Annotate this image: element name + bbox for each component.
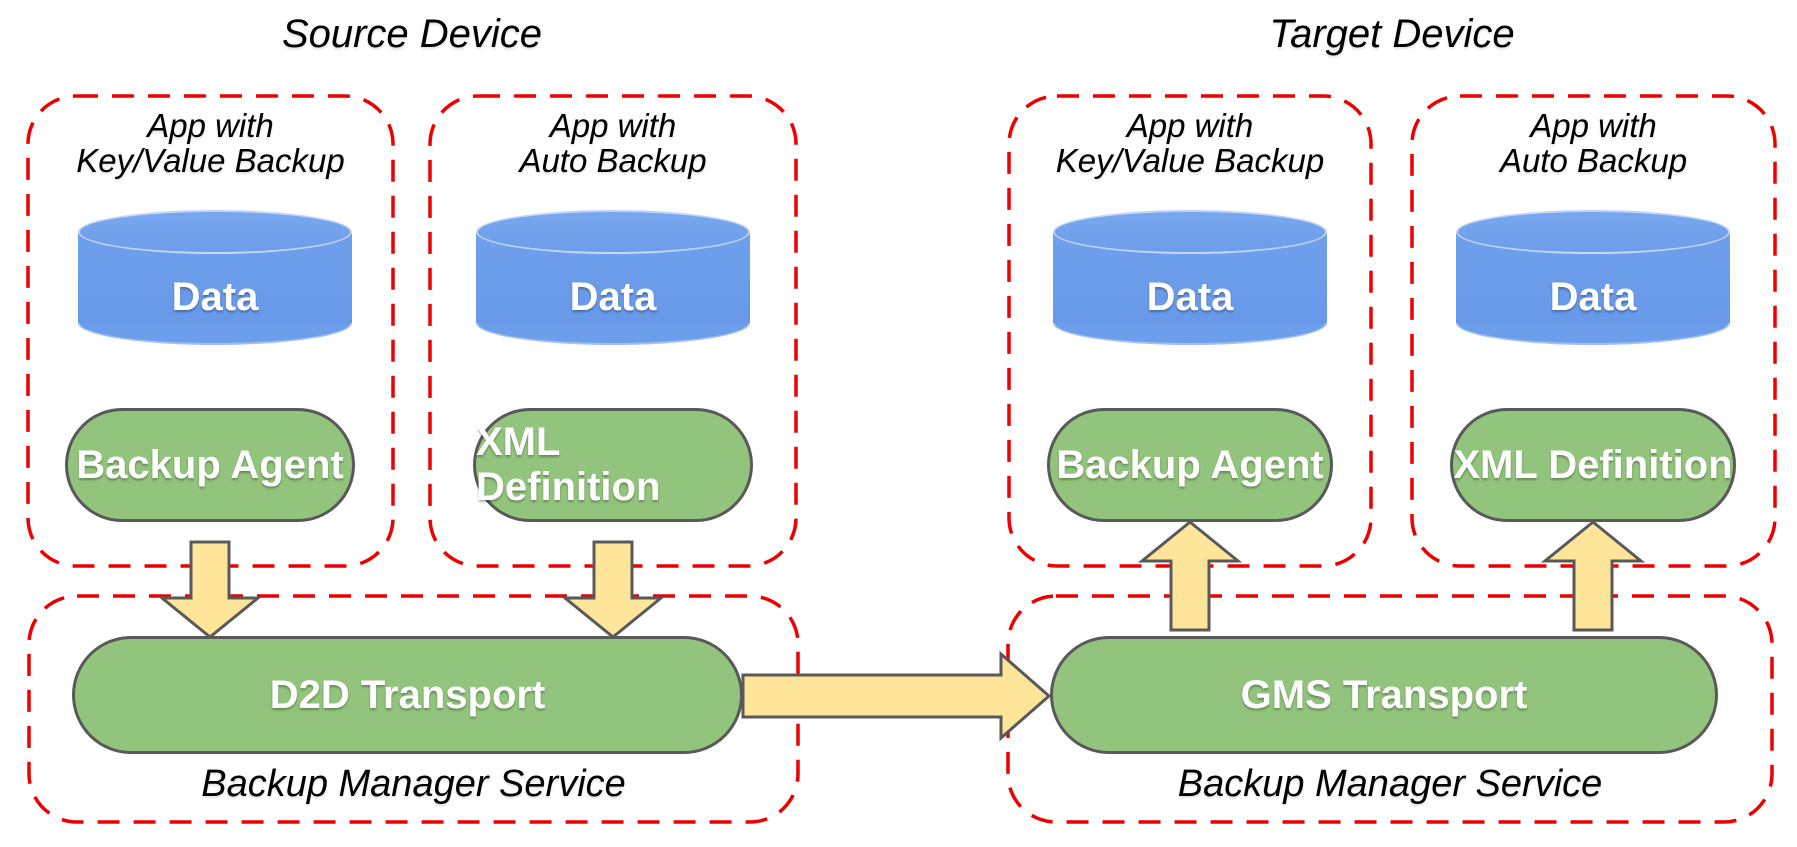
gms-transport-pill: GMS Transport: [1050, 636, 1718, 754]
app-label-line2: Auto Backup: [519, 142, 707, 179]
cylinder-top: [476, 210, 750, 254]
app-label-source-auto: App with Auto Backup: [430, 108, 796, 178]
app-label-line2: Key/Value Backup: [1055, 142, 1325, 179]
data-label: Data: [1549, 275, 1637, 319]
flow-arrow-up-icon-target-keyvalue: [1137, 520, 1243, 632]
app-label-line1: App with: [147, 107, 274, 144]
data-cylinder-target-auto: Data: [1456, 210, 1730, 345]
app-label-source-keyvalue: App with Key/Value Backup: [28, 108, 393, 178]
data-label: Data: [569, 275, 657, 319]
xml-definition-pill-target: XML Definition: [1450, 408, 1736, 522]
app-label-target-auto: App with Auto Backup: [1412, 108, 1775, 178]
target-device-title: Target Device: [1269, 12, 1515, 56]
data-label: Data: [171, 275, 259, 319]
app-label-target-keyvalue: App with Key/Value Backup: [1009, 108, 1371, 178]
flow-arrow-right-icon-d2d-to-gms: [741, 650, 1052, 742]
cylinder-top: [1053, 210, 1327, 254]
cylinder-top: [1456, 210, 1730, 254]
app-label-line2: Auto Backup: [1499, 142, 1688, 179]
cylinder-top: [78, 210, 352, 254]
app-label-line2: Key/Value Backup: [76, 142, 345, 179]
flow-arrow-down-icon-source-auto: [560, 540, 666, 639]
data-label: Data: [1146, 275, 1234, 319]
flow-arrow-down-icon-source-keyvalue: [157, 540, 263, 639]
data-cylinder-target-keyvalue: Data: [1053, 210, 1327, 345]
backup-agent-pill-target: Backup Agent: [1047, 408, 1333, 522]
d2d-transport-pill: D2D Transport: [72, 636, 743, 754]
app-label-line1: App with: [1126, 107, 1254, 144]
backup-manager-service-label-target: Backup Manager Service: [1177, 763, 1603, 805]
service-box-outline-target: [1006, 594, 1774, 824]
backup-manager-service-label-source: Backup Manager Service: [201, 763, 626, 805]
app-label-line1: App with: [549, 107, 677, 144]
data-cylinder-source-keyvalue: Data: [78, 210, 352, 345]
flow-arrow-up-icon-target-auto: [1540, 520, 1646, 632]
data-cylinder-source-auto: Data: [476, 210, 750, 345]
backup-agent-pill-source: Backup Agent: [65, 408, 355, 522]
source-device-title: Source Device: [281, 12, 543, 56]
xml-definition-pill-source: XML Definition: [473, 408, 753, 522]
app-label-line1: App with: [1530, 107, 1657, 144]
